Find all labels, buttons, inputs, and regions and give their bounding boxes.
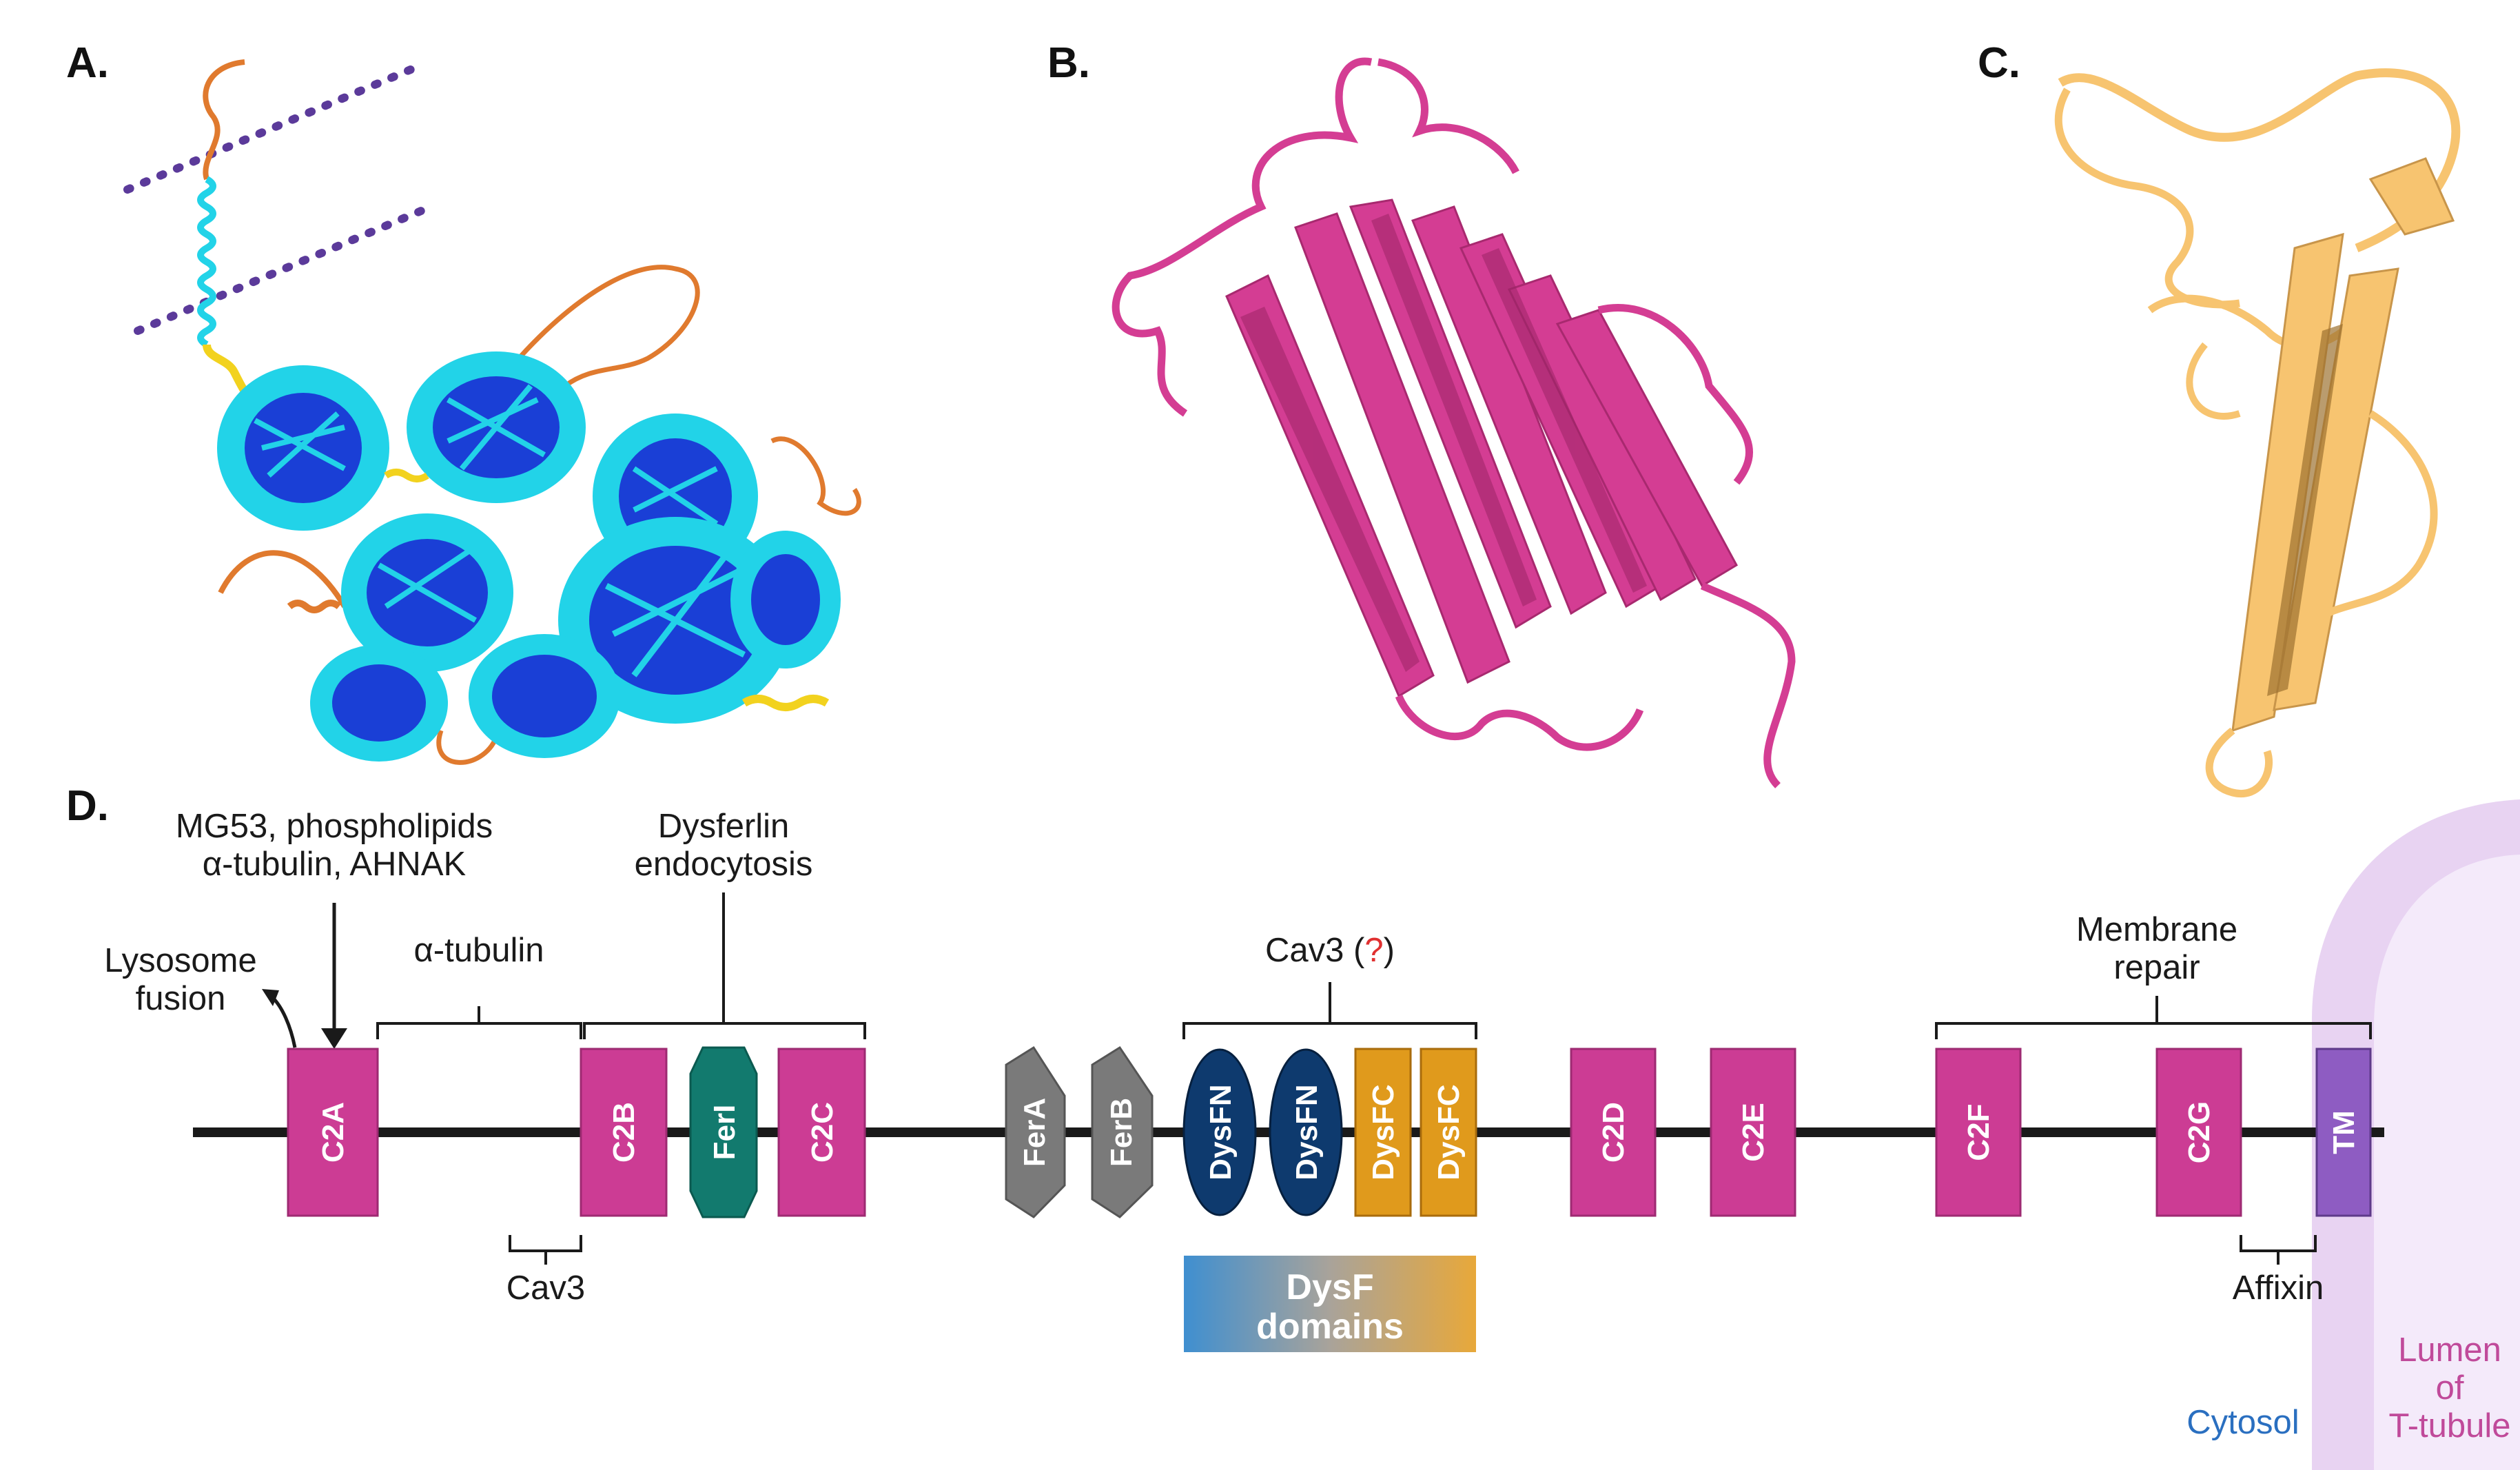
arrow-head — [321, 1028, 347, 1049]
c2-domain-blob — [407, 351, 586, 503]
cav3-bottom-text: Cav3 — [506, 1269, 585, 1307]
arrow-line — [269, 994, 297, 1048]
domain-ferb: FerB — [1091, 1045, 1154, 1218]
svg-text:domains: domains — [1256, 1307, 1404, 1347]
helix-segment — [287, 600, 342, 613]
svg-text:C2A: C2A — [316, 1102, 350, 1163]
svg-text:TM: TM — [2327, 1110, 2361, 1154]
domain-fera: FerA — [1005, 1045, 1066, 1218]
panel-label-c: C. — [1978, 39, 2020, 87]
c2-domain-blob — [341, 513, 513, 672]
svg-text:FerI: FerI — [708, 1105, 741, 1161]
panel-label-b: B. — [1047, 39, 1090, 87]
cav3-question-text: Cav3 (?) — [1265, 932, 1395, 969]
svg-text:C2B: C2B — [607, 1102, 641, 1163]
svg-text:DysFN: DysFN — [1204, 1084, 1238, 1180]
domain-c2c: C2C — [777, 1048, 866, 1217]
svg-text:DysF: DysF — [1286, 1267, 1373, 1307]
membrane-repair-text: repair — [2113, 949, 2200, 986]
panel-b-structure: B. — [1047, 39, 1796, 788]
lumen-label: of — [2436, 1369, 2464, 1407]
c2a-binding-partners-text: α-tubulin, AHNAK — [203, 846, 467, 883]
domain-c2f: C2F — [1935, 1048, 2022, 1217]
bracket — [509, 1235, 582, 1265]
alpha-tubulin-text: α-tubulin — [413, 932, 544, 969]
c2-domain-blob — [558, 517, 792, 724]
c2-domain-blob — [217, 365, 389, 531]
lysosome-fusion-text: Lysosome — [104, 942, 257, 979]
domain-c2e: C2E — [1710, 1048, 1796, 1217]
coil-segment — [494, 265, 700, 388]
svg-text:C2F: C2F — [1962, 1103, 1996, 1161]
coil-segment — [203, 59, 245, 181]
domain-c2d: C2D — [1570, 1048, 1657, 1217]
coil-segment — [218, 550, 347, 609]
membrane-repair-text: Membrane — [2076, 911, 2237, 948]
c2-domain-blob — [310, 644, 448, 762]
svg-text:FerA: FerA — [1018, 1098, 1052, 1167]
domain-dysfn-1: DysFN — [1182, 1048, 1257, 1216]
domain-tm: TM — [2315, 1048, 2372, 1217]
svg-text:C2C: C2C — [806, 1102, 839, 1163]
svg-text:DysFC: DysFC — [1432, 1084, 1466, 1180]
coil-segment — [436, 729, 499, 765]
panel-d-schematic: D. MG53, phospholipids α-tubulin, AHNAK … — [66, 782, 2520, 1470]
domain-dysfc-1: DysFC — [1354, 1048, 1412, 1217]
helix-segment — [384, 469, 429, 482]
endocytosis-text: endocytosis — [635, 846, 813, 883]
domain-c2g: C2G — [2155, 1048, 2242, 1217]
helix-segment — [741, 695, 830, 711]
panel-label-d: D. — [66, 782, 109, 830]
bracket — [1182, 982, 1477, 1039]
bracket — [376, 1006, 582, 1039]
membrane-dotted-line — [123, 61, 424, 194]
panel-c-structure: C. — [1978, 39, 2461, 798]
endocytosis-text: Dysferlin — [658, 808, 790, 845]
tm-helix — [197, 176, 216, 348]
domain-c2b: C2B — [580, 1048, 668, 1217]
svg-text:DysFC: DysFC — [1366, 1084, 1400, 1180]
cytosol-label: Cytosol — [2186, 1404, 2299, 1441]
domain-ferl: FerI — [689, 1046, 758, 1218]
bracket — [583, 892, 866, 1039]
svg-text:C2E: C2E — [1737, 1103, 1770, 1162]
bracket — [1935, 996, 2372, 1039]
c2a-binding-partners-text: MG53, phospholipids — [176, 808, 493, 845]
affixin-text: Affixin — [2233, 1269, 2324, 1307]
svg-text:C2D: C2D — [1597, 1102, 1630, 1163]
bracket — [2240, 1235, 2317, 1265]
svg-text:FerB: FerB — [1105, 1098, 1138, 1167]
arrow-head — [262, 989, 279, 1006]
svg-text:DysFN: DysFN — [1290, 1084, 1324, 1180]
c2-domain-blob — [730, 531, 841, 668]
dysf-domains-bar: DysF domains — [1184, 1256, 1476, 1352]
domain-c2a: C2A — [287, 1048, 379, 1217]
t-tubule-lumen — [2374, 855, 2520, 1470]
lysosome-fusion-text: fusion — [136, 980, 226, 1017]
panel-label-a: A. — [66, 39, 109, 87]
panel-a-structure: A. — [66, 39, 861, 765]
membrane-dotted-line — [134, 201, 438, 335]
domain-dysfn-2: DysFN — [1269, 1048, 1343, 1216]
svg-text:C2G: C2G — [2182, 1101, 2216, 1163]
c2-domain-blob — [469, 634, 620, 758]
lumen-label: T-tubule — [2388, 1407, 2510, 1445]
domain-dysfc-2: DysFC — [1420, 1048, 1477, 1217]
lumen-label: Lumen — [2398, 1331, 2501, 1369]
coil-segment — [770, 436, 861, 516]
